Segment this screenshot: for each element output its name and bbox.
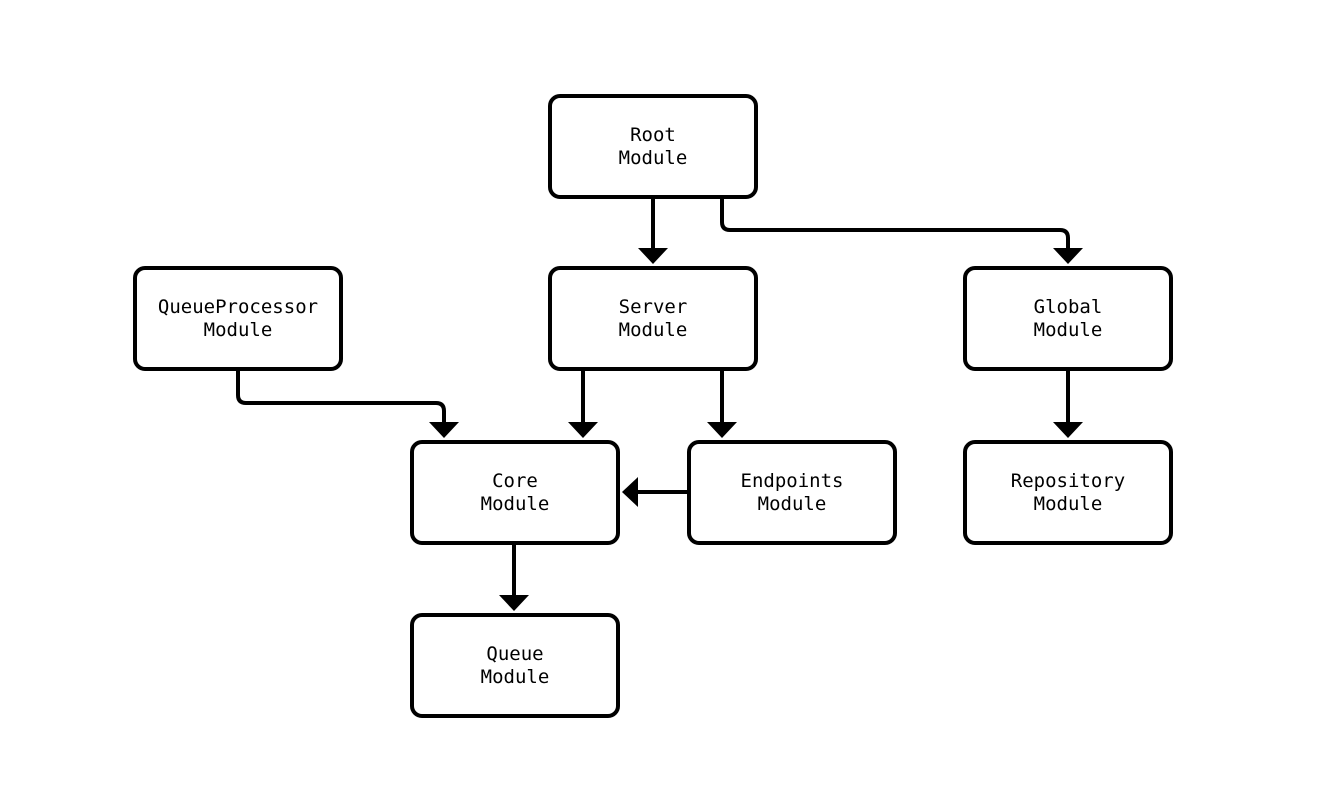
node-label-secondary: Module (757, 492, 827, 515)
node-label-secondary: Module (618, 318, 688, 341)
node-label-primary: Queue (486, 642, 544, 665)
node-label-primary: Global (1033, 295, 1103, 318)
node-label-primary: Core (492, 469, 538, 492)
edge-server-to-core (568, 371, 598, 438)
node-label-primary: Endpoints (740, 469, 844, 492)
arrowhead-icon (622, 477, 638, 507)
edge-root-to-server (638, 199, 668, 264)
edge-queueprocessor-to-core (236, 371, 459, 438)
edge-global-to-repository (1053, 371, 1083, 438)
arrowhead-icon (1053, 422, 1083, 438)
node-label-secondary: Module (618, 146, 688, 169)
node-label-primary: QueueProcessor (157, 295, 319, 318)
edge-core-to-queue (499, 545, 529, 611)
arrowhead-icon (429, 422, 459, 438)
node-label-primary: Server (618, 295, 688, 318)
edge-root-to-global (720, 199, 1083, 264)
arrowhead-icon (568, 422, 598, 438)
node-label-secondary: Module (1033, 318, 1103, 341)
node-label-secondary: Module (480, 492, 550, 515)
node-label-primary: Root (630, 123, 676, 146)
node-label-secondary: Module (480, 665, 550, 688)
arrowhead-icon (638, 248, 668, 264)
arrowhead-icon (707, 422, 737, 438)
node-label-secondary: Module (1033, 492, 1103, 515)
arrowhead-icon (1053, 248, 1083, 264)
node-label-secondary: Module (203, 318, 273, 341)
node-label-primary: Repository (1010, 469, 1126, 492)
edge-server-to-endpoints (707, 371, 737, 438)
edge-endpoints-to-core (622, 477, 687, 507)
arrowhead-icon (499, 595, 529, 611)
